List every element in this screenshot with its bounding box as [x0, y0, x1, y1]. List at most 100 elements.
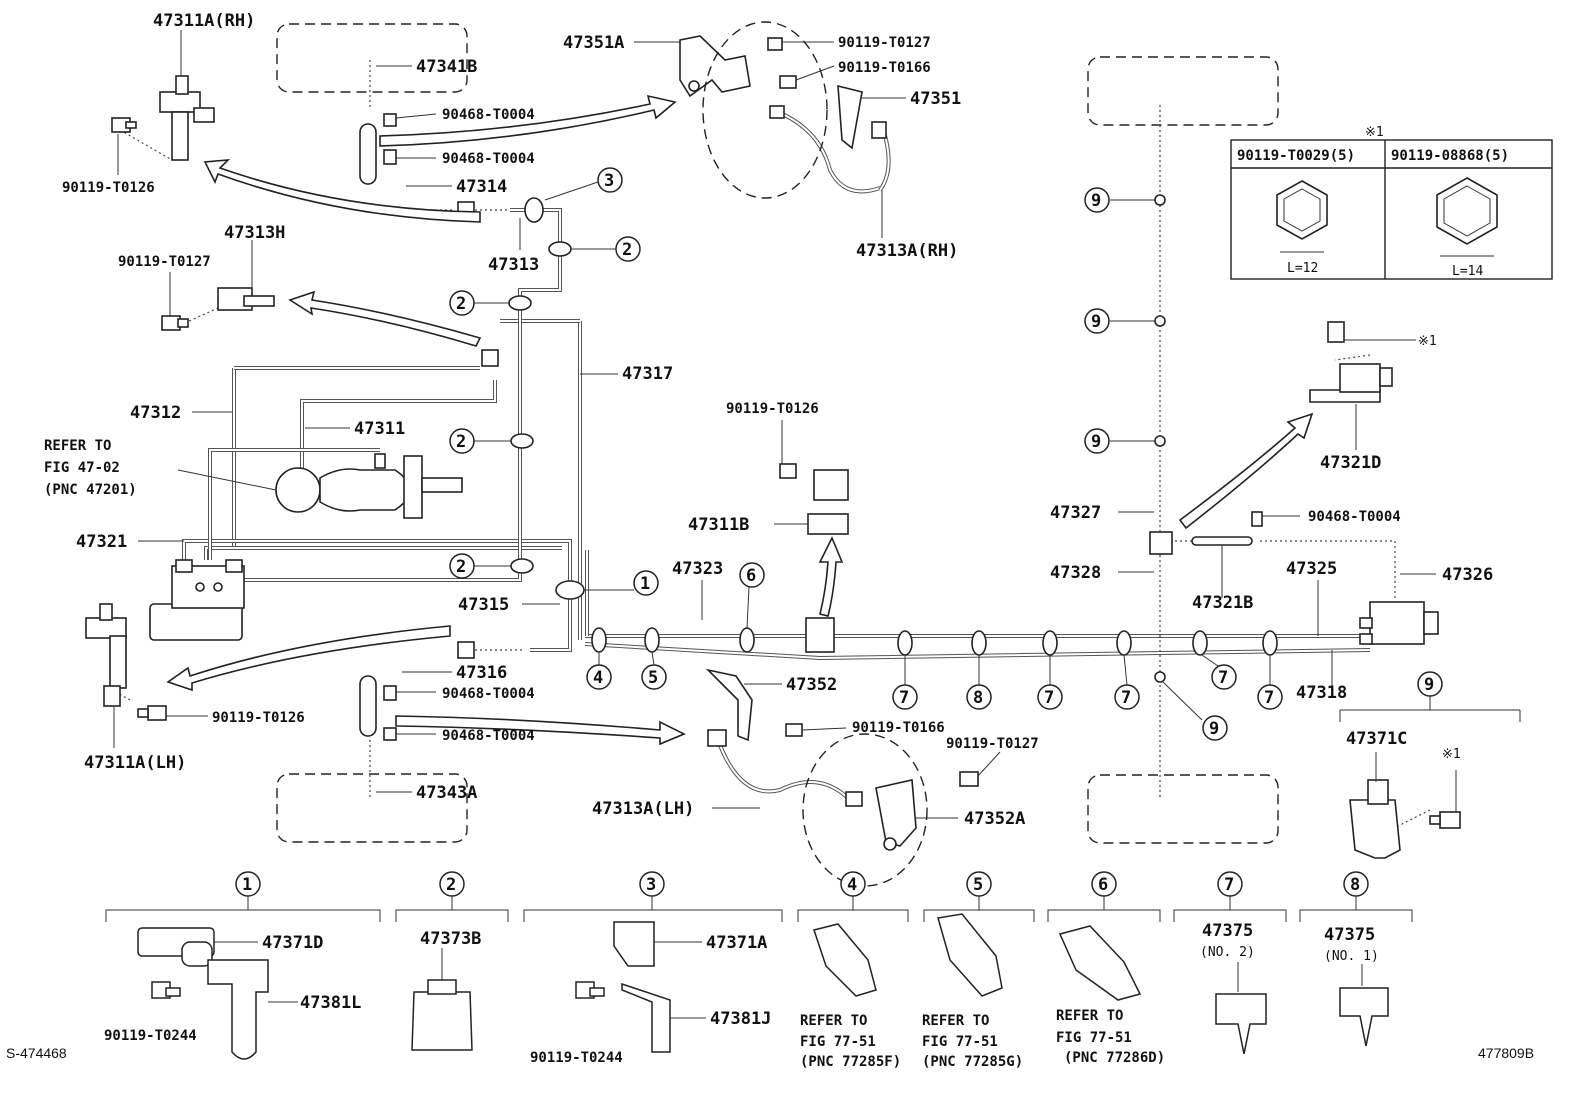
legend-90119-t0244-b: 90119-T0244 [530, 1050, 623, 1066]
label-90468-a: 90468-T0004 [442, 107, 535, 123]
svg-text:3: 3 [646, 875, 656, 895]
svg-text:4: 4 [847, 875, 857, 895]
legend-47375-no2: 47375 [1202, 921, 1253, 941]
legend-47375-no2-sub: (NO. 2) [1200, 945, 1255, 960]
svg-text:2: 2 [456, 557, 466, 577]
brake-pipes [182, 208, 1371, 661]
label-47318: 47318 [1296, 683, 1347, 703]
legend-bottom: 1 2 3 4 5 6 7 8 47371D 47381L 90119-T024… [104, 871, 1413, 1070]
detail-circle-rh [702, 21, 828, 199]
legend-ref-6-3: (PNC 77286D) [1064, 1050, 1165, 1066]
phantom-box-bottom-right [1087, 774, 1279, 844]
drawing-id-right: 477809B [1478, 1045, 1534, 1061]
svg-text:8: 8 [973, 688, 983, 708]
callouts-on-pipes: 3 2 2 2 2 1 4 5 6 7 8 7 7 7 7 9 9 [449, 167, 1283, 741]
phantom-box-bottom-left [276, 773, 468, 843]
label-47317: 47317 [622, 364, 673, 384]
svg-text:7: 7 [1264, 688, 1274, 708]
legend-90119-t0244-a: 90119-T0244 [104, 1028, 197, 1044]
label-47311b: 47311B [688, 515, 749, 535]
label-note-mark-a: ※1 [1418, 334, 1437, 349]
legend-ref-5-3: (PNC 77285G) [922, 1054, 1023, 1070]
label-47313h: 47313H [224, 223, 285, 243]
flow-arrows [166, 94, 1314, 746]
legend-ref-4-2: FIG 77-51 [800, 1034, 876, 1050]
svg-text:2: 2 [446, 875, 456, 895]
label-47327: 47327 [1050, 503, 1101, 523]
bolt-length-table: ※1 90119-T0029(5) 90119-08868(5) L=12 L=… [1230, 125, 1553, 280]
label-90468-c: 90468-T0004 [442, 686, 535, 702]
label-47316: 47316 [456, 663, 507, 683]
label-47312: 47312 [130, 403, 181, 423]
detail-circle-lh [802, 733, 928, 887]
brake-tube-union-47313h [161, 287, 275, 331]
legend-47375-no1-sub: (NO. 1) [1324, 949, 1379, 964]
phantom-box-top-right [1087, 56, 1279, 126]
label-90119-t0126-c: 90119-T0126 [726, 401, 819, 417]
label-47315: 47315 [458, 595, 509, 615]
master-cylinder [275, 453, 463, 519]
part-labels: 47311A(RH) 47341B 90468-T0004 90468-T000… [44, 11, 1493, 829]
brackets [679, 35, 979, 851]
label-90119-t0126-a: 90119-T0126 [62, 180, 155, 196]
legend-47375-no1: 47375 [1324, 925, 1375, 945]
legend-47371d: 47371D [262, 933, 323, 953]
legend-ref-4-1: REFER TO [800, 1013, 867, 1029]
label-refer-a-2: FIG 47-02 [44, 460, 120, 476]
svg-text:7: 7 [1218, 668, 1228, 688]
legend-ref-6-1: REFER TO [1056, 1008, 1123, 1024]
legend-47381l: 47381L [300, 993, 361, 1013]
svg-text:9: 9 [1091, 312, 1101, 332]
phantom-box-top-left [276, 23, 468, 93]
svg-text:5: 5 [648, 668, 658, 688]
label-47325: 47325 [1286, 559, 1337, 579]
label-90119-t0127-c: 90119-T0127 [946, 736, 1039, 752]
table-mark: ※1 [1365, 125, 1384, 140]
label-47328: 47328 [1050, 563, 1101, 583]
svg-text:2: 2 [622, 240, 632, 260]
svg-text:7: 7 [1044, 688, 1054, 708]
svg-text:3: 3 [604, 171, 614, 191]
label-47321: 47321 [76, 532, 127, 552]
label-90119-t0126-b: 90119-T0126 [212, 710, 305, 726]
label-90119-t0127-b: 90119-T0127 [838, 35, 931, 51]
label-note-mark-b: ※1 [1442, 747, 1461, 762]
svg-text:7: 7 [1224, 875, 1234, 895]
svg-text:9: 9 [1209, 719, 1219, 739]
legend-ref-5-1: REFER TO [922, 1013, 989, 1029]
svg-text:8: 8 [1350, 875, 1360, 895]
label-47351: 47351 [910, 89, 961, 109]
svg-text:9: 9 [1091, 432, 1101, 452]
clamp-47371c [1349, 779, 1461, 859]
label-47351a: 47351A [563, 33, 624, 53]
label-refer-a-1: REFER TO [44, 438, 111, 454]
label-90119-t0127-a: 90119-T0127 [118, 254, 211, 270]
pipe-clamps [508, 197, 1278, 656]
label-47352a: 47352A [964, 809, 1025, 829]
label-refer-a-3: (PNC 47201) [44, 482, 137, 498]
label-47311: 47311 [354, 419, 405, 439]
svg-text:9: 9 [1091, 191, 1101, 211]
label-47371c: 47371C [1346, 729, 1407, 749]
label-90119-t0166-a: 90119-T0166 [838, 60, 931, 76]
table-col1: 90119-T0029(5) [1237, 148, 1355, 164]
flexible-hoses [359, 105, 891, 807]
table-len2: L=14 [1452, 264, 1483, 279]
brake-hose-bracket-lh [85, 603, 167, 721]
label-90468-e: 90468-T0004 [1308, 509, 1401, 525]
svg-text:2: 2 [456, 432, 466, 452]
svg-text:1: 1 [640, 574, 650, 594]
svg-text:7: 7 [899, 688, 909, 708]
label-90468-b: 90468-T0004 [442, 151, 535, 167]
label-47311a-lh: 47311A(LH) [84, 753, 186, 773]
brake-hose-bracket-rh [111, 75, 215, 161]
center-lines [111, 60, 1431, 831]
brake-tube-union-47321d [1309, 321, 1393, 403]
legend-47371a: 47371A [706, 933, 767, 953]
legend-ref-4-3: (PNC 77285F) [800, 1054, 901, 1070]
label-47321d: 47321D [1320, 453, 1381, 473]
label-47341b: 47341B [416, 57, 477, 77]
svg-text:9: 9 [1424, 675, 1434, 695]
brake-tube-union-47311b [779, 463, 849, 653]
legend-47373b: 47373B [420, 929, 481, 949]
